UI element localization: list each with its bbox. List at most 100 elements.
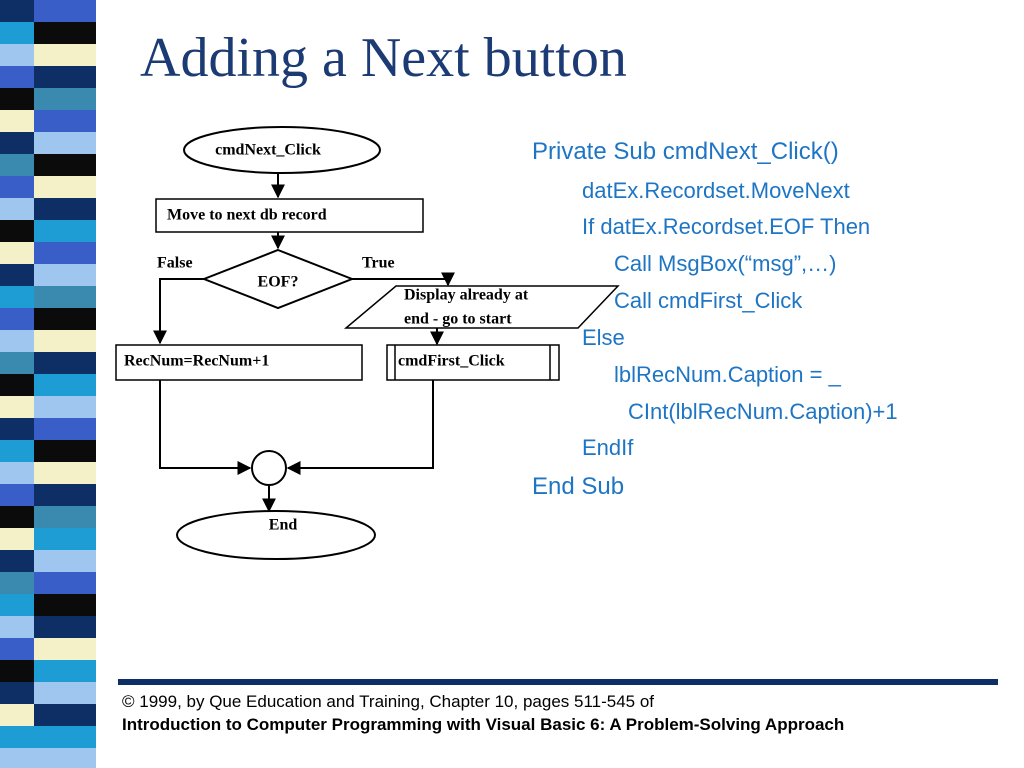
stripe-main-block [34,286,98,308]
stripe-left-block [0,110,34,132]
stripe-left-block [0,418,34,440]
code-line: If datEx.Recordset.EOF Then [582,214,871,239]
recnum-process-box [115,344,363,381]
stripe-left-block [0,594,34,616]
stripe-main-block [34,330,98,352]
stripe-left-block [0,616,34,638]
stripe-main-block [34,176,98,198]
stripe-main-block [34,198,98,220]
stripe-left-block [0,88,34,110]
stripe-left-block [0,484,34,506]
move-process-label: Move to next db record [167,207,327,224]
end-terminator [176,510,376,560]
flowchart-connectors [153,172,455,513]
stripe-left-block [0,660,34,682]
stripe-left-block [0,44,34,66]
stripe-main-block [34,682,98,704]
stripe-main-block [34,66,98,88]
false-branch-label: False [157,255,193,272]
stripe-left-block [0,66,34,88]
code-line: EndIf [582,435,634,460]
stripe-left-block [0,726,34,748]
connector-true-branch [352,272,455,287]
stripe-main-block [34,660,98,682]
stripe-left-block [0,748,34,768]
code-line: Call MsgBox(“msg”,…) [614,251,837,276]
stripe-main-block [34,748,98,768]
code-line: End Sub [532,473,625,500]
end-label: End [269,517,298,534]
stripe-main-block [34,44,98,66]
stripe-left-block [0,572,34,594]
stripe-left-block [0,462,34,484]
decorative-stripe-column [0,0,118,768]
stripe-left-block [0,198,34,220]
code-line: lblRecNum.Caption = _ [614,362,841,387]
stripe-main-block [34,352,98,374]
code-line: datEx.Recordset.MoveNext [582,178,850,203]
recnum-process-label: RecNum=RecNum+1 [124,353,269,370]
stripe-left-block [0,704,34,726]
stripe-main-block [34,242,98,264]
eof-decision-diamond [201,248,355,310]
display-label-line1: Display already at [404,287,529,304]
stripe-main-block [34,154,98,176]
stripe-left-block [0,154,34,176]
stripe-main-block [34,704,98,726]
stripe-main-block [34,550,98,572]
stripe-left-block [0,0,34,22]
stripe-left-block [0,352,34,374]
stripe-left-block [0,374,34,396]
stripe-main-block [34,264,98,286]
footer-divider [118,679,998,685]
stripe-left-block [0,638,34,660]
footer-copyright-line: © 1999, by Que Education and Training, C… [122,692,655,711]
stripe-left-block [0,176,34,198]
slide-title: Adding a Next button [140,27,627,89]
connector-cmdfirst-to-join [286,380,434,475]
stripe-main-block [34,220,98,242]
footer-book-title: Introduction to Computer Programming wit… [122,715,845,734]
stripe-main-block [34,594,98,616]
stripe-main-block [34,22,98,44]
code-line: Else [582,325,625,350]
stripe-main-block [34,110,98,132]
stripe-left-block [0,220,34,242]
stripe-main-block [34,88,98,110]
stripe-main-block [34,726,98,748]
connector-recnum-to-join [159,380,252,475]
stripe-main-block [34,308,98,330]
stripe-gap [96,0,118,768]
stripe-main-block [34,396,98,418]
decision-label: EOF? [258,274,299,291]
stripe-main-block [34,132,98,154]
stripe-main-block [34,638,98,660]
stripe-left-block [0,396,34,418]
cmdfirst-subroutine-box [386,344,560,381]
move-process-box [155,198,424,233]
stripe-left-block [0,682,34,704]
start-terminator [183,126,381,174]
stripe-main-block [34,462,98,484]
stripe-main-block [34,528,98,550]
display-label-line2: end - go to start [404,311,512,328]
start-label: cmdNext_Click [215,142,321,159]
stripe-left-block [0,286,34,308]
stripe-left-block [0,132,34,154]
code-line: CInt(lblRecNum.Caption)+1 [628,399,898,424]
stripe-main-block [34,440,98,462]
cmdfirst-subroutine-label: cmdFirst_Click [398,353,505,370]
display-io-parallelogram [343,285,620,329]
connector-false-branch [153,278,204,345]
true-branch-label: True [362,255,395,272]
stripe-left-block [0,308,34,330]
stripe-left-block [0,330,34,352]
stripe-main-block [34,506,98,528]
stripe-main-block [34,484,98,506]
stripe-left-block [0,550,34,572]
code-line: Private Sub cmdNext_Click() [532,138,839,165]
join-connector-circle [251,450,287,486]
stripe-main-block [34,572,98,594]
stripe-main-block [34,374,98,396]
